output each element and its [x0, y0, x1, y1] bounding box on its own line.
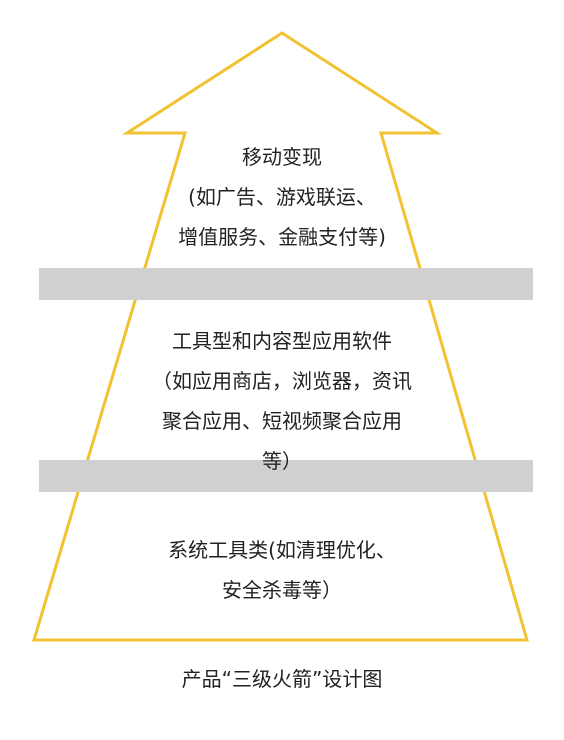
tier-top-monetization: 移动变现 (如广告、游戏联运、 增值服务、金融支付等): [0, 137, 564, 257]
tier-middle-tools-content: 工具型和内容型应用软件 （如应用商店，浏览器，资讯 聚合应用、短视频聚合应用 等…: [0, 321, 564, 481]
tier-line: 工具型和内容型应用软件: [172, 329, 392, 353]
tier-line: (如广告、游戏联运、: [188, 185, 376, 209]
tier-separator-band: [39, 460, 533, 492]
tier-separator-band: [39, 268, 533, 300]
tier-line: 安全杀毒等）: [222, 578, 342, 602]
tier-bottom-system-tools: 系统工具类(如清理优化、 安全杀毒等）: [0, 530, 564, 610]
tier-line: 移动变现: [242, 145, 322, 169]
rocket-arrow-shape: [31, 31, 529, 642]
tier-line: （如应用商店，浏览器，资讯: [152, 369, 412, 393]
tier-line: 系统工具类(如清理优化、: [168, 538, 396, 562]
tier-line: 等）: [262, 449, 302, 473]
tier-line: 聚合应用、短视频聚合应用: [162, 409, 402, 433]
tier-line: 增值服务、金融支付等): [178, 225, 386, 249]
diagram-caption: 产品“三级火箭”设计图: [181, 667, 383, 691]
